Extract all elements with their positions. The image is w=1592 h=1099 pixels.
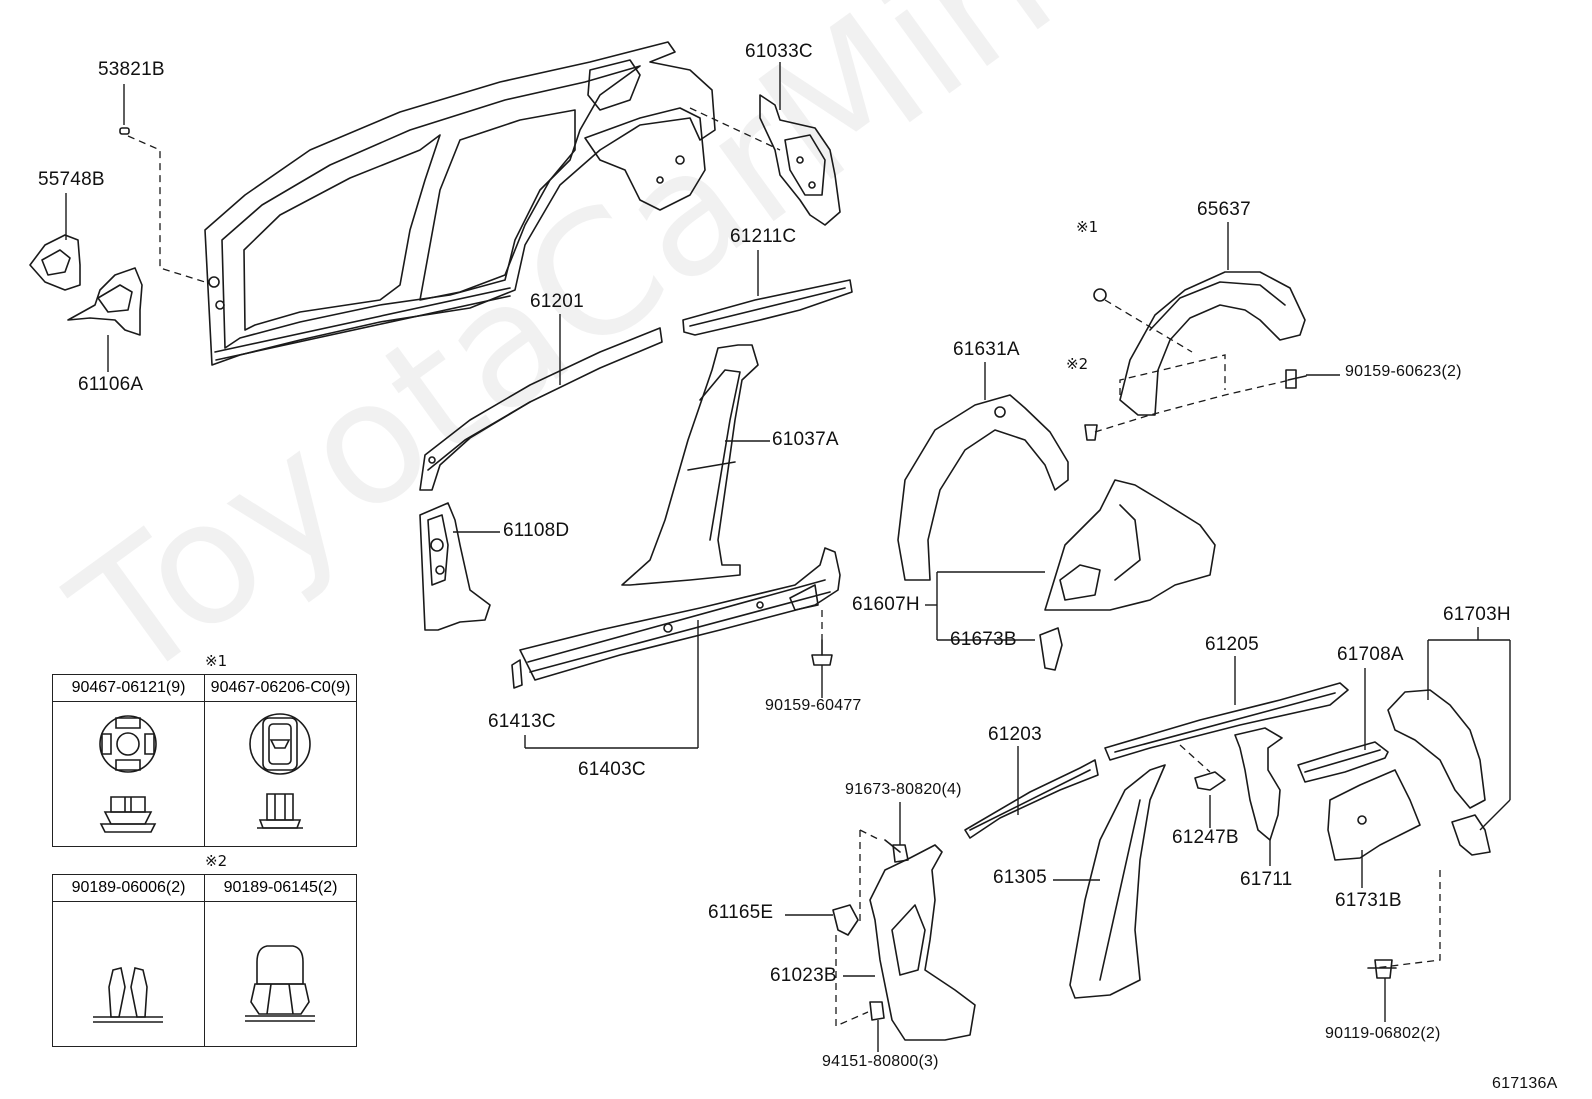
part-61413C-shape xyxy=(511,659,523,689)
label-61247B: 61247B xyxy=(1172,827,1239,848)
part-61711-shape xyxy=(1234,727,1283,841)
part-61631A-shape xyxy=(897,394,1069,581)
clip-90467-06206-icon xyxy=(249,713,311,829)
body-side-outer-panel xyxy=(204,41,716,366)
label-61607H: 61607H xyxy=(852,594,920,615)
legend1-col2: 90467-06206-C0(9) xyxy=(204,674,357,702)
part-61165E-shape xyxy=(832,904,859,936)
label-91673-80820: 91673-80820(4) xyxy=(845,781,962,798)
bolt-91673-80820-shape xyxy=(884,839,909,863)
legend-table-1: 90467-06121(9) 90467-06206-C0(9) xyxy=(52,674,357,847)
legend2-clip1-cell xyxy=(52,901,205,1047)
clip-mark1-shape xyxy=(1093,288,1107,302)
part-61037A-shape xyxy=(621,344,759,586)
clip-mark2-shape xyxy=(1084,424,1098,441)
part-61033C-shape xyxy=(759,94,841,226)
legend-table-2: 90189-06006(2) 90189-06145(2) xyxy=(52,874,357,1047)
label-61037A: 61037A xyxy=(772,429,839,450)
clip-90189-06006-icon xyxy=(93,967,163,1023)
part-55748B-shape xyxy=(29,234,81,291)
part-61673B-shape xyxy=(1039,627,1063,671)
label-53821B: 53821B xyxy=(98,59,165,80)
label-61201: 61201 xyxy=(530,291,584,312)
label-61108D: 61108D xyxy=(503,520,570,541)
mark-2: ※2 xyxy=(1066,355,1089,373)
label-61033C: 61033C xyxy=(745,41,813,62)
part-61205-shape xyxy=(1104,682,1349,761)
label-61631A: 61631A xyxy=(953,339,1020,360)
legend1-clip2-cell xyxy=(204,701,357,847)
legend2-col1: 90189-06006(2) xyxy=(52,874,205,902)
bolt-90159-60623-shape xyxy=(1285,369,1307,389)
label-90159-60477: 90159-60477 xyxy=(765,697,862,714)
mark-1: ※1 xyxy=(1076,218,1099,236)
part-65637-shape xyxy=(1119,271,1306,416)
label-61205: 61205 xyxy=(1205,634,1259,655)
part-61305-shape xyxy=(1069,764,1166,999)
label-61165E: 61165E xyxy=(708,902,774,923)
legend1-clip1-cell xyxy=(52,701,205,847)
legend2-col2: 90189-06145(2) xyxy=(204,874,357,902)
part-61607H-shape xyxy=(1044,479,1216,611)
label-61403C: 61403C xyxy=(578,759,646,780)
legend2-mark: ※2 xyxy=(205,852,228,870)
label-61023B: 61023B xyxy=(770,965,837,986)
bolt-90119-06802-shape xyxy=(1367,959,1397,979)
label-61708A: 61708A xyxy=(1337,644,1404,665)
label-61203: 61203 xyxy=(988,724,1042,745)
part-61108D-shape xyxy=(419,502,491,631)
label-65637: 65637 xyxy=(1197,199,1251,220)
clip-90467-06121-icon xyxy=(99,715,157,833)
part-61247B-shape xyxy=(1194,771,1226,791)
legend1-col1: 90467-06121(9) xyxy=(52,674,205,702)
part-61403C-shape xyxy=(519,547,841,681)
label-61673B: 61673B xyxy=(950,629,1017,650)
clip-53821B-shape xyxy=(119,127,130,135)
part-61703H-shape xyxy=(1387,689,1491,856)
label-61731B: 61731B xyxy=(1335,890,1402,911)
label-61413C: 61413C xyxy=(488,711,556,732)
label-94151-80800: 94151-80800(3) xyxy=(822,1053,939,1070)
part-61731B-shape xyxy=(1327,769,1421,861)
label-55748B: 55748B xyxy=(38,169,105,190)
label-90119-06802: 90119-06802(2) xyxy=(1325,1025,1441,1042)
label-61305: 61305 xyxy=(993,867,1047,888)
part-61106A-shape xyxy=(67,267,143,336)
nut-94151-80800-shape xyxy=(869,1001,885,1021)
label-61711: 61711 xyxy=(1240,869,1293,890)
legend2-clip2-cell xyxy=(204,901,357,1047)
label-90159-60623: 90159-60623(2) xyxy=(1345,363,1462,380)
clip-90189-06145-icon xyxy=(245,945,315,1022)
part-61023B-shape xyxy=(869,844,976,1041)
part-61708A-shape xyxy=(1297,741,1389,783)
label-61106A: 61106A xyxy=(78,374,144,395)
legend1-mark: ※1 xyxy=(205,652,228,670)
part-61211C-shape xyxy=(682,279,853,336)
diagram-id: 617136A xyxy=(1492,1075,1558,1092)
bolt-90159-60477-shape xyxy=(811,639,833,666)
part-61201-shape xyxy=(419,327,663,491)
part-61203-shape xyxy=(964,759,1099,839)
label-61211C: 61211C xyxy=(730,226,797,247)
label-61703H: 61703H xyxy=(1443,604,1511,625)
